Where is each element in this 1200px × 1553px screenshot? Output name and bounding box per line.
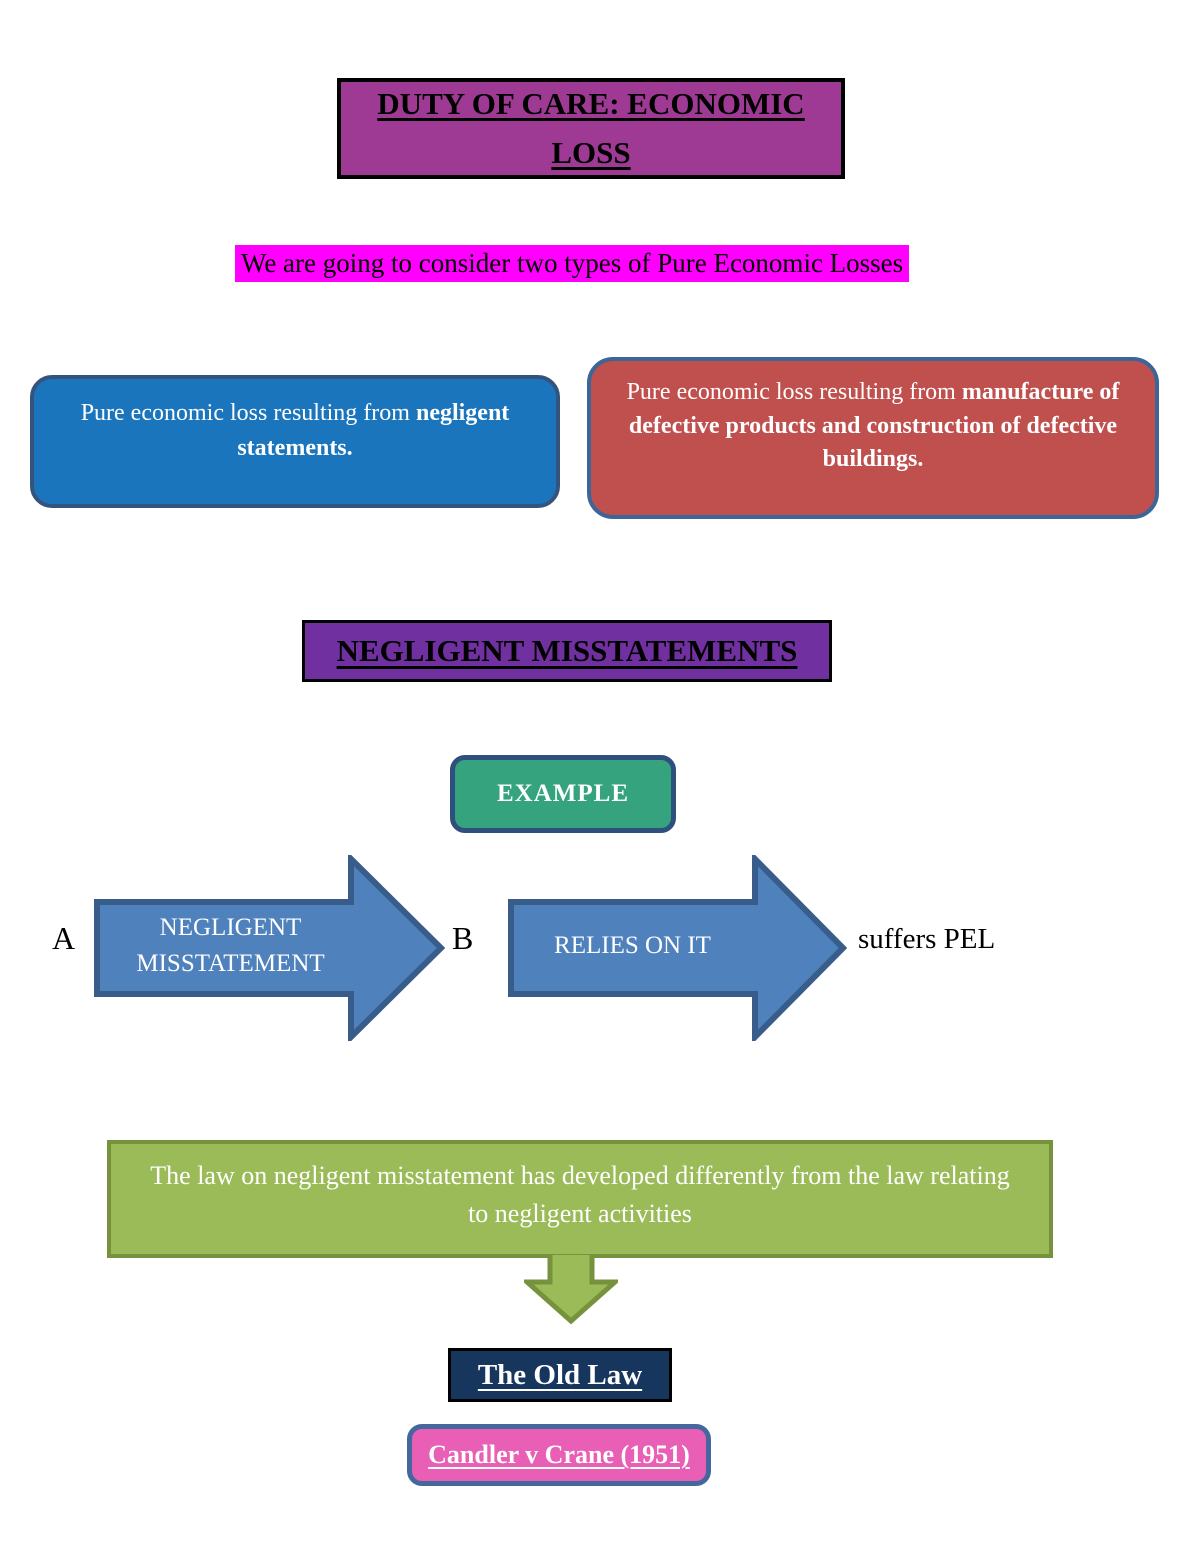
old-law-label: The Old Law — [477, 1358, 643, 1391]
page-title: DUTY OF CARE: ECONOMIC LOSS — [377, 86, 805, 170]
right-arrow-icon — [508, 855, 847, 1041]
right-arrow-icon — [94, 855, 445, 1041]
intro-highlight-text: We are going to consider two types of Pu… — [235, 245, 910, 283]
candler-v-crane-label: Candler v Crane (1951) — [428, 1440, 690, 1469]
arrow2-label: RELIES ON IT — [554, 931, 711, 959]
defective-products-text-bold: manufacture of defective products and co… — [628, 379, 1120, 473]
development-note-box: The law on negligent misstatement has de… — [107, 1140, 1053, 1258]
negligent-misstatements-heading-box: NEGLIGENT MISSTATEMENTS — [302, 620, 832, 682]
old-law-box: The Old Law — [448, 1348, 672, 1402]
defective-products-box: Pure economic loss resulting from manufa… — [587, 357, 1159, 519]
title-box: DUTY OF CARE: ECONOMIC LOSS — [337, 78, 845, 179]
party-b-label: B — [452, 920, 474, 956]
example-box: EXAMPLE — [450, 755, 676, 833]
example-label: EXAMPLE — [497, 780, 629, 807]
down-arrow-icon — [524, 1255, 618, 1325]
arrow1-label: NEGLIGENT MISSTATEMENT — [136, 913, 325, 977]
party-a-label: A — [52, 920, 76, 956]
suffers-pel-label: suffers PEL — [858, 923, 996, 955]
negligent-statements-box: Pure economic loss resulting from neglig… — [30, 375, 560, 508]
negligent-misstatements-heading: NEGLIGENT MISSTATEMENTS — [336, 633, 798, 668]
candler-v-crane-case-box: Candler v Crane (1951) — [407, 1424, 711, 1486]
defective-products-text-prefix: Pure economic loss resulting from — [626, 379, 962, 405]
negligent-statements-text-bold: negligent statements. — [237, 400, 510, 461]
negligent-statements-text-prefix: Pure economic loss resulting from — [80, 400, 416, 426]
